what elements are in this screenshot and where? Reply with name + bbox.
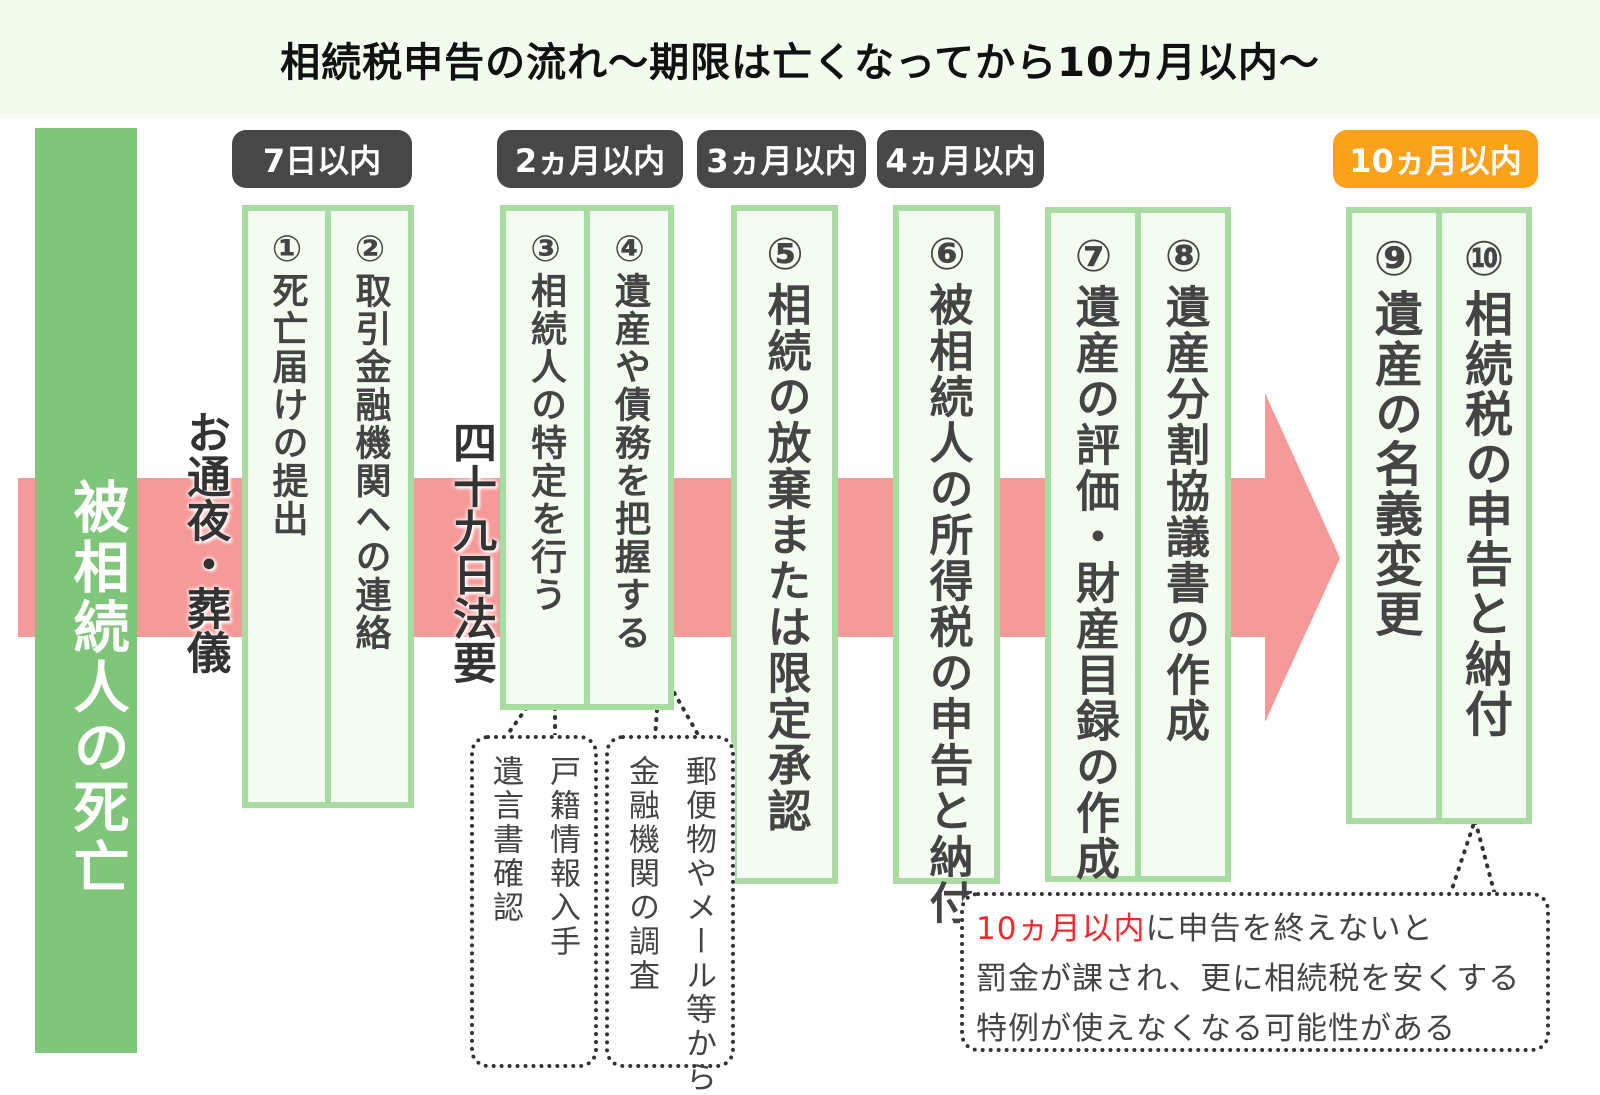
warning-line-1: に申告を終えないと <box>1145 911 1434 947</box>
step-5: ⑤相続の放棄または限定承認 <box>759 229 811 834</box>
note-assets-line-2: 郵便物やメール等から <box>680 755 716 1095</box>
step-3: ③相続人の特定を行う <box>525 229 566 614</box>
warning-line-3: 特例が使えなくなる可能性がある <box>976 1011 1456 1047</box>
step-group-1-2: ①死亡届けの提出 ②取引金融機関への連絡 <box>242 205 414 808</box>
note-heir-identification: 遺言書確認 戸籍情報入手 <box>470 735 598 1068</box>
deadline-badge-4months: 4ヵ月以内 <box>877 130 1044 188</box>
deadline-badge-10months: 10ヵ月以内 <box>1333 130 1538 188</box>
page-title: 相続税申告の流れ～期限は亡くなってから10カ月以内～ <box>280 40 1320 86</box>
note-heir-line-2: 戸籍情報入手 <box>544 755 580 959</box>
step-9: ⑨遺産の名義変更 <box>1366 231 1422 639</box>
step-8: ⑧遺産分割協議書の作成 <box>1158 231 1209 744</box>
step-box-6: ⑥被相続人の所得税の申告と納付 <box>893 205 1000 926</box>
step-1: ①死亡届けの提出 <box>266 229 308 538</box>
arrow-shape <box>18 393 1340 722</box>
step-2: ②取引金融機関への連絡 <box>349 229 391 652</box>
step-group-7-8: ⑦遺産の評価・財産目録の作成 ⑧遺産分割協議書の作成 <box>1045 207 1231 882</box>
step-4: ④遺産や債務を把握する <box>609 229 650 652</box>
step-10: ⑩相続税の申告と納付 <box>1456 231 1512 739</box>
step-group-3-4: ③相続人の特定を行う ④遺産や債務を把握する <box>500 205 674 710</box>
note-assets-line-1: 金融機関の調査 <box>623 755 659 993</box>
step-6: ⑥被相続人の所得税の申告と納付 <box>921 229 973 926</box>
deadline-badge-3months: 3ヵ月以内 <box>697 130 866 188</box>
death-bar: 被相続人の死亡 <box>35 128 137 1053</box>
step-7: ⑦遺産の評価・財産目録の作成 <box>1068 231 1119 882</box>
note-penalty-warning: 10ヵ月以内に申告を終えないと 罰金が課され、更に相続税を安くする 特例が使えな… <box>960 892 1550 1052</box>
title-band: 相続税申告の流れ～期限は亡くなってから10カ月以内～ <box>0 0 1600 118</box>
deadline-badge-2months: 2ヵ月以内 <box>497 130 683 188</box>
step-group-9-10: ⑨遺産の名義変更 ⑩相続税の申告と納付 <box>1346 207 1532 824</box>
wake-funeral-label: お通夜・葬儀 <box>179 410 230 674</box>
deadline-badge-7days: 7日以内 <box>232 130 412 188</box>
note-asset-research: 金融機関の調査 郵便物やメール等から <box>605 735 735 1095</box>
warning-line-2: 罰金が課され、更に相続税を安くする <box>976 961 1521 997</box>
warning-highlight: 10ヵ月以内 <box>976 911 1146 947</box>
death-label: 被相続人の死亡 <box>64 478 129 898</box>
step-box-5: ⑤相続の放棄または限定承認 <box>731 205 838 884</box>
memorial-label: 四十九日法要 <box>445 420 496 684</box>
note-heir-line-1: 遺言書確認 <box>487 755 523 925</box>
